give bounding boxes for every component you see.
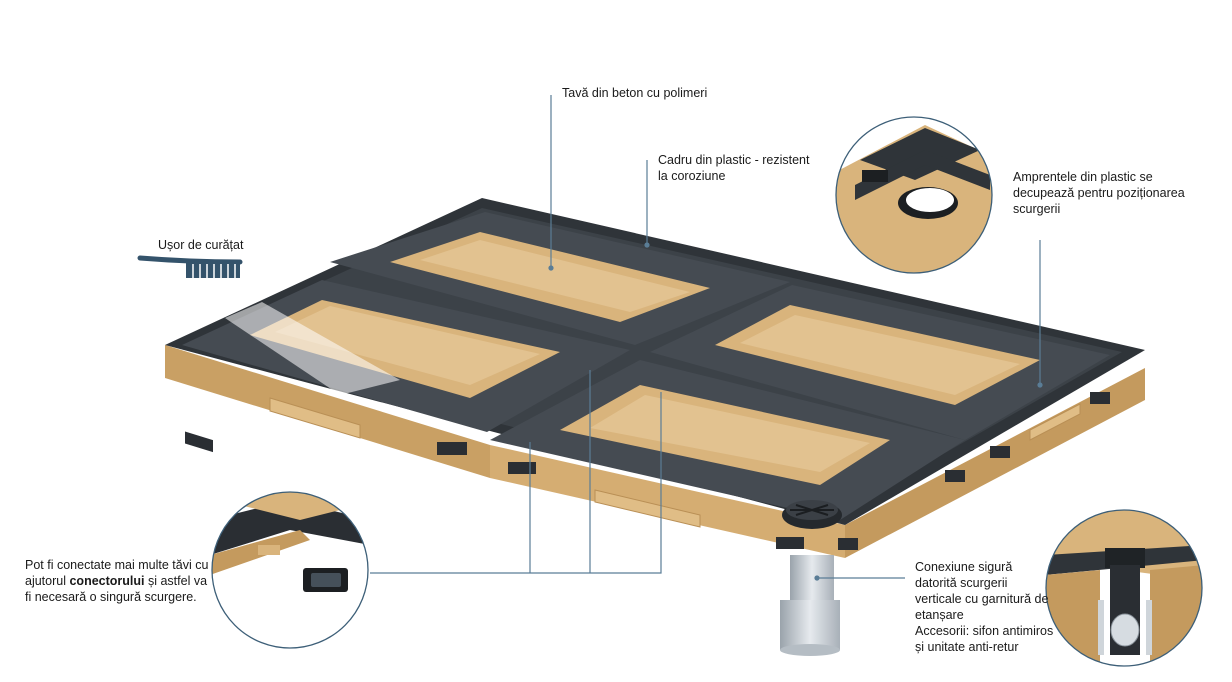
tray-side-left <box>165 345 490 478</box>
tray-back-left <box>330 212 790 345</box>
drain-grate <box>782 500 842 529</box>
label-connector-post: și astfel va fi necesară o singură scurg… <box>25 574 208 604</box>
label-plastic-frame: Cadru din plastic - rezistent la coroziu… <box>658 153 810 183</box>
label-secure-text: Conexiune sigură datorită scurgerii vert… <box>915 560 1049 622</box>
tray-front-right <box>490 360 965 520</box>
detail-circle-connector <box>211 491 369 649</box>
drain-pipe <box>780 555 840 656</box>
brush-icon <box>137 255 243 278</box>
label-connector: Pot fi conectate mai multe tăvi cu ajuto… <box>25 557 210 605</box>
tray-side-front <box>490 445 845 558</box>
label-polymer-tray: Tavă din beton cu polimeri <box>562 86 708 100</box>
tray-assembly <box>165 198 1145 656</box>
detail-circle-imprint <box>835 116 993 274</box>
tray-back-right <box>650 285 1110 440</box>
tray-front-left <box>182 280 630 432</box>
label-connector-pre: Pot fi conectate mai multe tăvi cu ajuto… <box>25 558 209 588</box>
label-plastic-imprints: Amprentele din plastic se decupează pent… <box>1013 170 1185 216</box>
label-accessories-text: Accesorii: sifon antimiros și unitate an… <box>915 624 1054 654</box>
label-secure-connection: Conexiune sigură datorită scurgerii vert… <box>915 559 1055 655</box>
leader-lines <box>370 95 1043 581</box>
detail-circle-drain <box>1045 509 1203 667</box>
label-easy-clean: Ușor de curățat <box>158 238 244 252</box>
label-connector-bold: conectorului <box>69 574 145 588</box>
